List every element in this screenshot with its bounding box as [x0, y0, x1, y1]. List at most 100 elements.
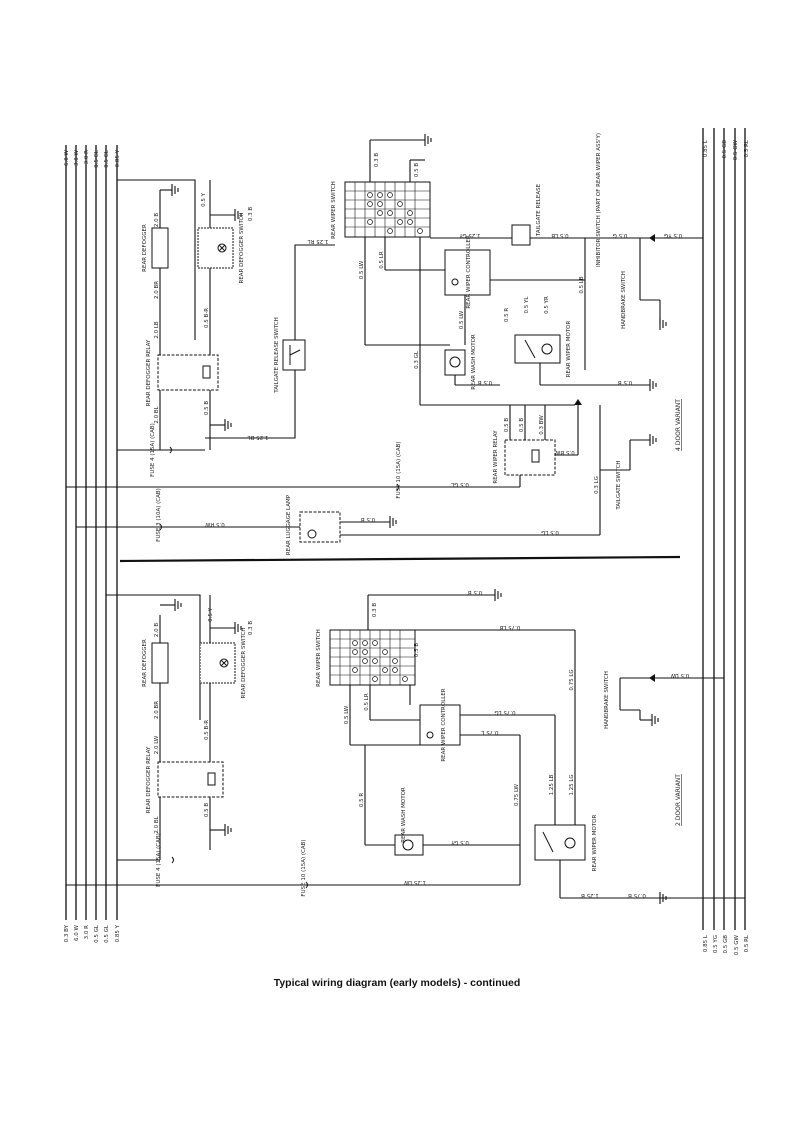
label-inhibitor-switch: INHIBITOR SWITCH (PART OF REAR WIPER ASS… — [596, 133, 602, 267]
top-tailgate-release-loop: TAILGATE RELEASE SWITCH 1.25 RL — [205, 238, 335, 439]
bus-label: 3.0 R — [84, 150, 90, 164]
label-rear-defogger: REAR DEFOGGER — [142, 639, 148, 687]
wire-label: 2.0 BR — [154, 701, 160, 719]
wire-label: 0.5 LR — [364, 693, 370, 711]
label-tailgate-release-switch: TAILGATE RELEASE SWITCH — [274, 317, 280, 393]
wire-label: 0.75 LG — [569, 669, 575, 690]
rear-defogger-element — [151, 642, 169, 684]
wire-label: 0.5 B — [414, 163, 420, 177]
ground-icon — [224, 824, 232, 836]
left-bus-bottom-labels: 0.3 BY 6.0 W 3.0 R 0.5 GL 0.5 GL 0.85 Y — [64, 924, 121, 943]
bottom-fuse-10: FUSE 10 (15A) (CAB) 1.25 LW — [66, 839, 520, 897]
section-divider — [119, 555, 681, 563]
bus-label: 0.5 GL — [94, 149, 100, 168]
bus-label: 0.5 GL — [94, 924, 100, 943]
wire-label: 0.5 LW — [670, 672, 689, 678]
ground-icon — [389, 516, 397, 528]
bus-label: 6.0 W — [64, 149, 70, 165]
motor-icon — [541, 343, 553, 355]
ground-icon — [494, 589, 502, 601]
motor-icon — [402, 839, 414, 851]
ground-icon — [424, 134, 432, 146]
wire-label: 0.5 B-R — [204, 308, 210, 328]
bus-label: 0.5 GB — [722, 140, 728, 159]
controller-icon — [451, 278, 459, 286]
wire-label: 0.5 B — [468, 589, 482, 595]
wire-label: 1.25 GY — [459, 232, 481, 238]
ground-icon — [649, 379, 657, 391]
bottom-handbrake-circuit: 0.5 LW HANDBRAKE SWITCH — [604, 671, 724, 729]
top-defogger-wire-labels: 0.5 Y 0.3 B 2.0 B 2.0 BR 0.5 B-R 2.0 LB … — [154, 192, 268, 440]
bus-label: 0.5 GL — [104, 924, 110, 943]
rear-luggage-lamp — [299, 511, 341, 543]
label-rear-luggage-lamp: REAR LUGGAGE LAMP — [286, 494, 292, 555]
top-luggage-lamp-circuit: FUSE 3 (10A) (CAB) 0.5 RW REAR LUGGAGE L… — [76, 488, 600, 555]
wire-label: 0.5 GL — [450, 481, 469, 487]
label-fuse-10: FUSE 10 (15A) (CAB) — [396, 441, 402, 498]
top-fuse-10: FUSE 10 (15A) (CAB) 0.5 GL — [66, 441, 521, 499]
label-rear-wiper-controller: REAR WIPER CONTROLLER — [441, 688, 447, 761]
wire-label: 0.5 YG — [664, 232, 682, 238]
wire-label: 0.3 B — [248, 207, 254, 221]
wire-label: 1.25 RL — [307, 238, 329, 244]
label-tailgate-release: TAILGATE RELEASE — [536, 183, 542, 237]
wire-label: 0.75 LB — [499, 624, 520, 630]
wire-label: 0.75 LG — [494, 709, 515, 715]
motor-icon — [564, 837, 576, 849]
label-handbrake-switch: HANDBRAKE SWITCH — [621, 271, 627, 329]
wire-label: 0.5 LG — [541, 529, 559, 535]
wire-label: 1.25 B — [581, 892, 599, 898]
bus-label: 3.0 R — [84, 925, 90, 939]
bottom-defogger-circuit — [106, 594, 242, 861]
label-handbrake-switch: HANDBRAKE SWITCH — [604, 671, 610, 729]
wire-label: 0.5 B-R — [204, 720, 210, 740]
label-rear-defogger-switch: REAR DEFOGGER SWITCH — [239, 213, 245, 284]
wire-label: 0.5 Y — [208, 607, 214, 621]
bus-label: 0.85 L — [703, 139, 709, 157]
rear-defogger-switch — [199, 642, 236, 684]
bus-label: 0.5 RL — [744, 139, 750, 157]
bus-label: 0.85 L — [703, 934, 709, 952]
diode-icon — [574, 399, 582, 405]
ground-icon — [160, 184, 179, 196]
bus-label: 0.3 BY — [64, 924, 70, 942]
rear-wiper-controller — [444, 249, 491, 296]
wire-label: 0.5 LW — [459, 310, 465, 329]
label-fuse-4: FUSE 4 (15A) (CAB) — [156, 833, 162, 887]
ground-icon — [659, 318, 667, 330]
wire-label: 2.0 B — [154, 213, 160, 227]
wire-label: 0.5 LR — [379, 251, 385, 269]
wire-label: 0.5 RW — [205, 521, 225, 527]
wire-label: 0.5 YR — [544, 296, 550, 314]
diode-icon — [649, 674, 655, 682]
wire-label: 2.0 LW — [154, 735, 160, 754]
wire-label: 0.75 B — [628, 892, 646, 898]
right-bus-top-labels: 0.85 L 0.5 GB 0.5 GW 0.5 RL — [703, 139, 750, 160]
label-rear-wash-motor: REAR WASH MOTOR — [401, 787, 407, 843]
label-tailgate-switch: TAILGATE SWITCH — [616, 460, 622, 510]
bus-label: 0.5 GW — [734, 934, 740, 955]
rear-wiper-motor — [514, 334, 561, 364]
ground-icon — [234, 209, 242, 221]
wire-label: 1.25 BL — [247, 434, 269, 440]
fuse-icon — [159, 523, 162, 531]
tailgate-release-switch — [282, 339, 306, 371]
wire-label: 1.25 LW — [403, 879, 426, 885]
wire-label: 0.5 YL — [524, 296, 530, 314]
label-rear-defogger-switch: REAR DEFOGGER SWITCH — [241, 628, 247, 699]
wire-label: 0.3 B — [372, 603, 378, 617]
wire-label: 0.5 LB — [551, 232, 569, 238]
bus-label: 0.5 GB — [723, 935, 729, 954]
label-rear-wiper-motor: REAR WIPER MOTOR — [566, 321, 572, 378]
wire-label: 0.3 B — [374, 153, 380, 167]
ground-icon — [224, 419, 232, 431]
bus-label: 0.5 YG — [713, 935, 719, 953]
fuse-icon — [396, 483, 399, 491]
wire-label: 0.5 B — [618, 379, 632, 385]
label-fuse-10: FUSE 10 (15A) (CAB) — [301, 839, 307, 896]
wire-label: 0.5 G — [613, 232, 628, 238]
label-rear-wiper-switch: REAR WIPER SWITCH — [316, 629, 322, 687]
bottom-rear-wiper-switch: REAR WIPER SWITCH 0.3 B 0.5 B 0.75 LB — [316, 589, 576, 825]
wire-label: 0.5 B — [478, 379, 492, 385]
